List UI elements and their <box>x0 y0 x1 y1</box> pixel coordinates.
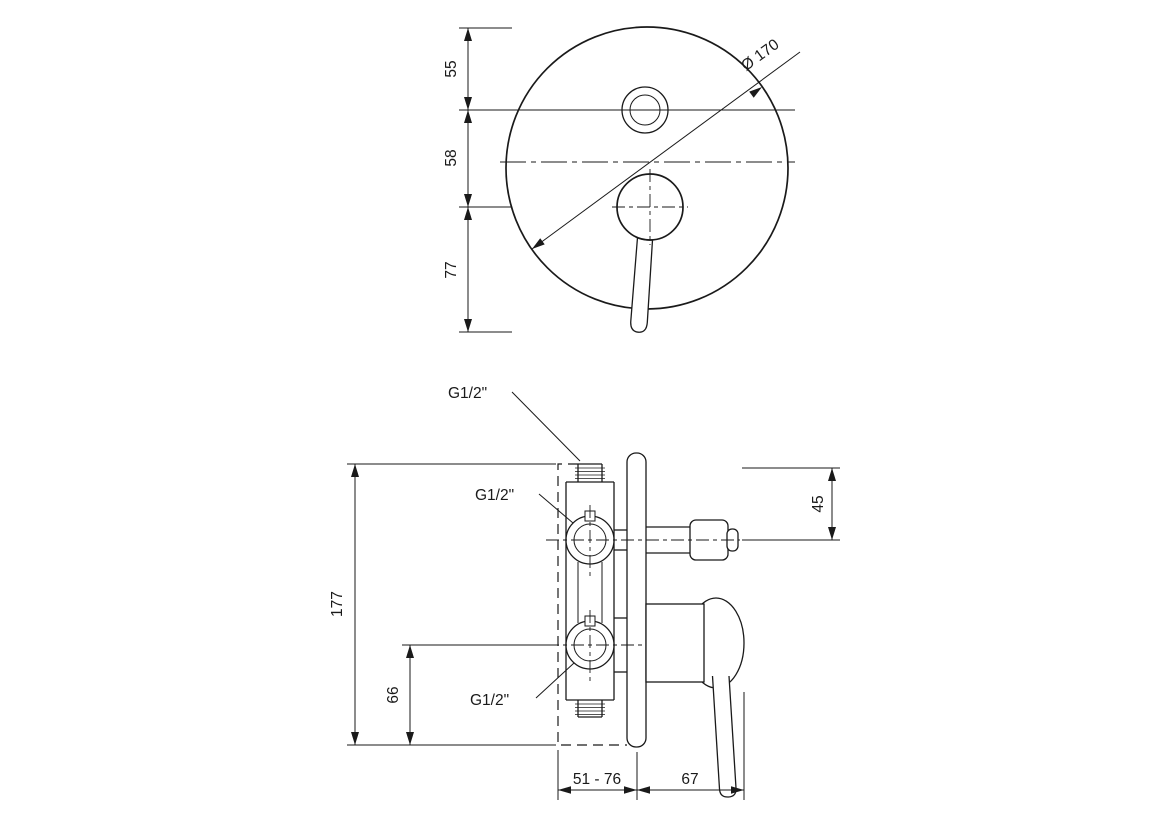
thread-top-label: G1/2" <box>448 385 487 402</box>
diameter-label: Ø 170 <box>738 36 782 75</box>
side-view: G1/2" G1/2" G1/2" 177 66 <box>329 385 840 800</box>
thread-bottom-leader <box>535 662 575 699</box>
dim-58-label: 58 <box>443 149 460 166</box>
thread-annotations: G1/2" G1/2" G1/2" <box>448 385 581 709</box>
dim-45-label: 45 <box>810 495 827 512</box>
dim-67-label: 67 <box>681 771 698 788</box>
recess-dashed-outline <box>557 463 627 746</box>
thread-top-leader <box>511 391 581 462</box>
thread-middle-label: G1/2" <box>475 487 514 504</box>
dim-66: 66 <box>385 644 546 745</box>
dim-177: 177 <box>329 463 556 746</box>
thread-bottom-label: G1/2" <box>470 692 509 709</box>
diverter-knob-side <box>546 519 740 561</box>
mixer-handle-side <box>614 597 745 798</box>
front-dimension-chain: 55 58 77 <box>443 27 795 333</box>
dim-55-label: 55 <box>443 60 460 77</box>
dim-depth-range-label: 51 - 76 <box>573 771 621 788</box>
escutcheon-plate-side <box>626 452 647 748</box>
thread-middle-leader <box>538 493 574 524</box>
dim-177-label: 177 <box>329 591 346 617</box>
dim-45: 45 <box>742 467 840 541</box>
valve-body <box>565 463 615 718</box>
mixer-lever-front <box>612 169 688 333</box>
thread-lines-bottom-port <box>575 703 605 715</box>
diverter-knob-front <box>621 86 669 134</box>
dim-depth-chain: 51 - 76 67 <box>557 692 745 800</box>
thread-lines-top-port <box>575 467 605 479</box>
dim-66-label: 66 <box>385 686 402 703</box>
diverter-cartridge-side <box>565 505 615 577</box>
front-view: 55 58 77 Ø 170 <box>443 26 801 333</box>
dim-77-label: 77 <box>443 261 460 278</box>
